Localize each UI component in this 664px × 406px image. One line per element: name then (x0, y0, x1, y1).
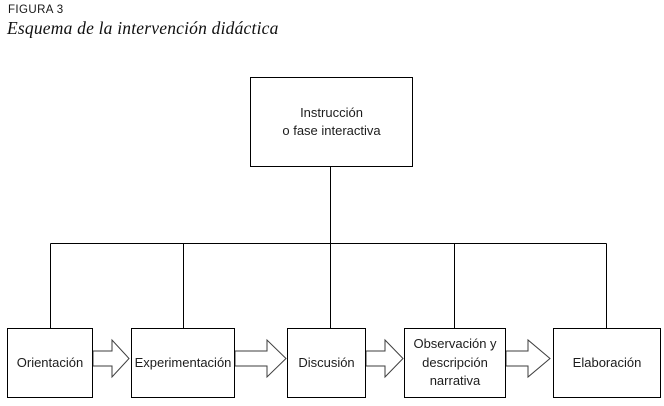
stage-label: Observación y descripción narrativa (413, 336, 497, 389)
flow-arrow-icon (505, 338, 551, 379)
figure-label: FIGURA 3 (8, 4, 64, 16)
stage-box-discusion: Discusión (287, 328, 366, 398)
instruction-box-line1: Instrucción (300, 104, 363, 120)
flow-arrow-icon (365, 338, 404, 379)
stage-label: Experimentación (134, 354, 232, 370)
stage-box-experimentacion: Experimentación (131, 328, 235, 398)
stage-label: Elaboración (572, 354, 642, 370)
instruction-box-line2: o fase interactiva (282, 123, 381, 138)
stage-box-observacion: Observación y descripción narrativa (404, 328, 506, 398)
instruction-box: Instrucción o fase interactiva (250, 77, 413, 167)
flow-arrow-icon (92, 338, 130, 379)
figure-title: Esquema de la intervención didáctica (7, 18, 279, 38)
stage-box-orientacion: Orientación (7, 328, 93, 398)
flow-arrow-icon (234, 338, 287, 379)
stage-label: Discusión (298, 354, 355, 370)
stage-label: Orientación (16, 354, 84, 370)
stage-box-elaboracion: Elaboración (553, 328, 661, 398)
